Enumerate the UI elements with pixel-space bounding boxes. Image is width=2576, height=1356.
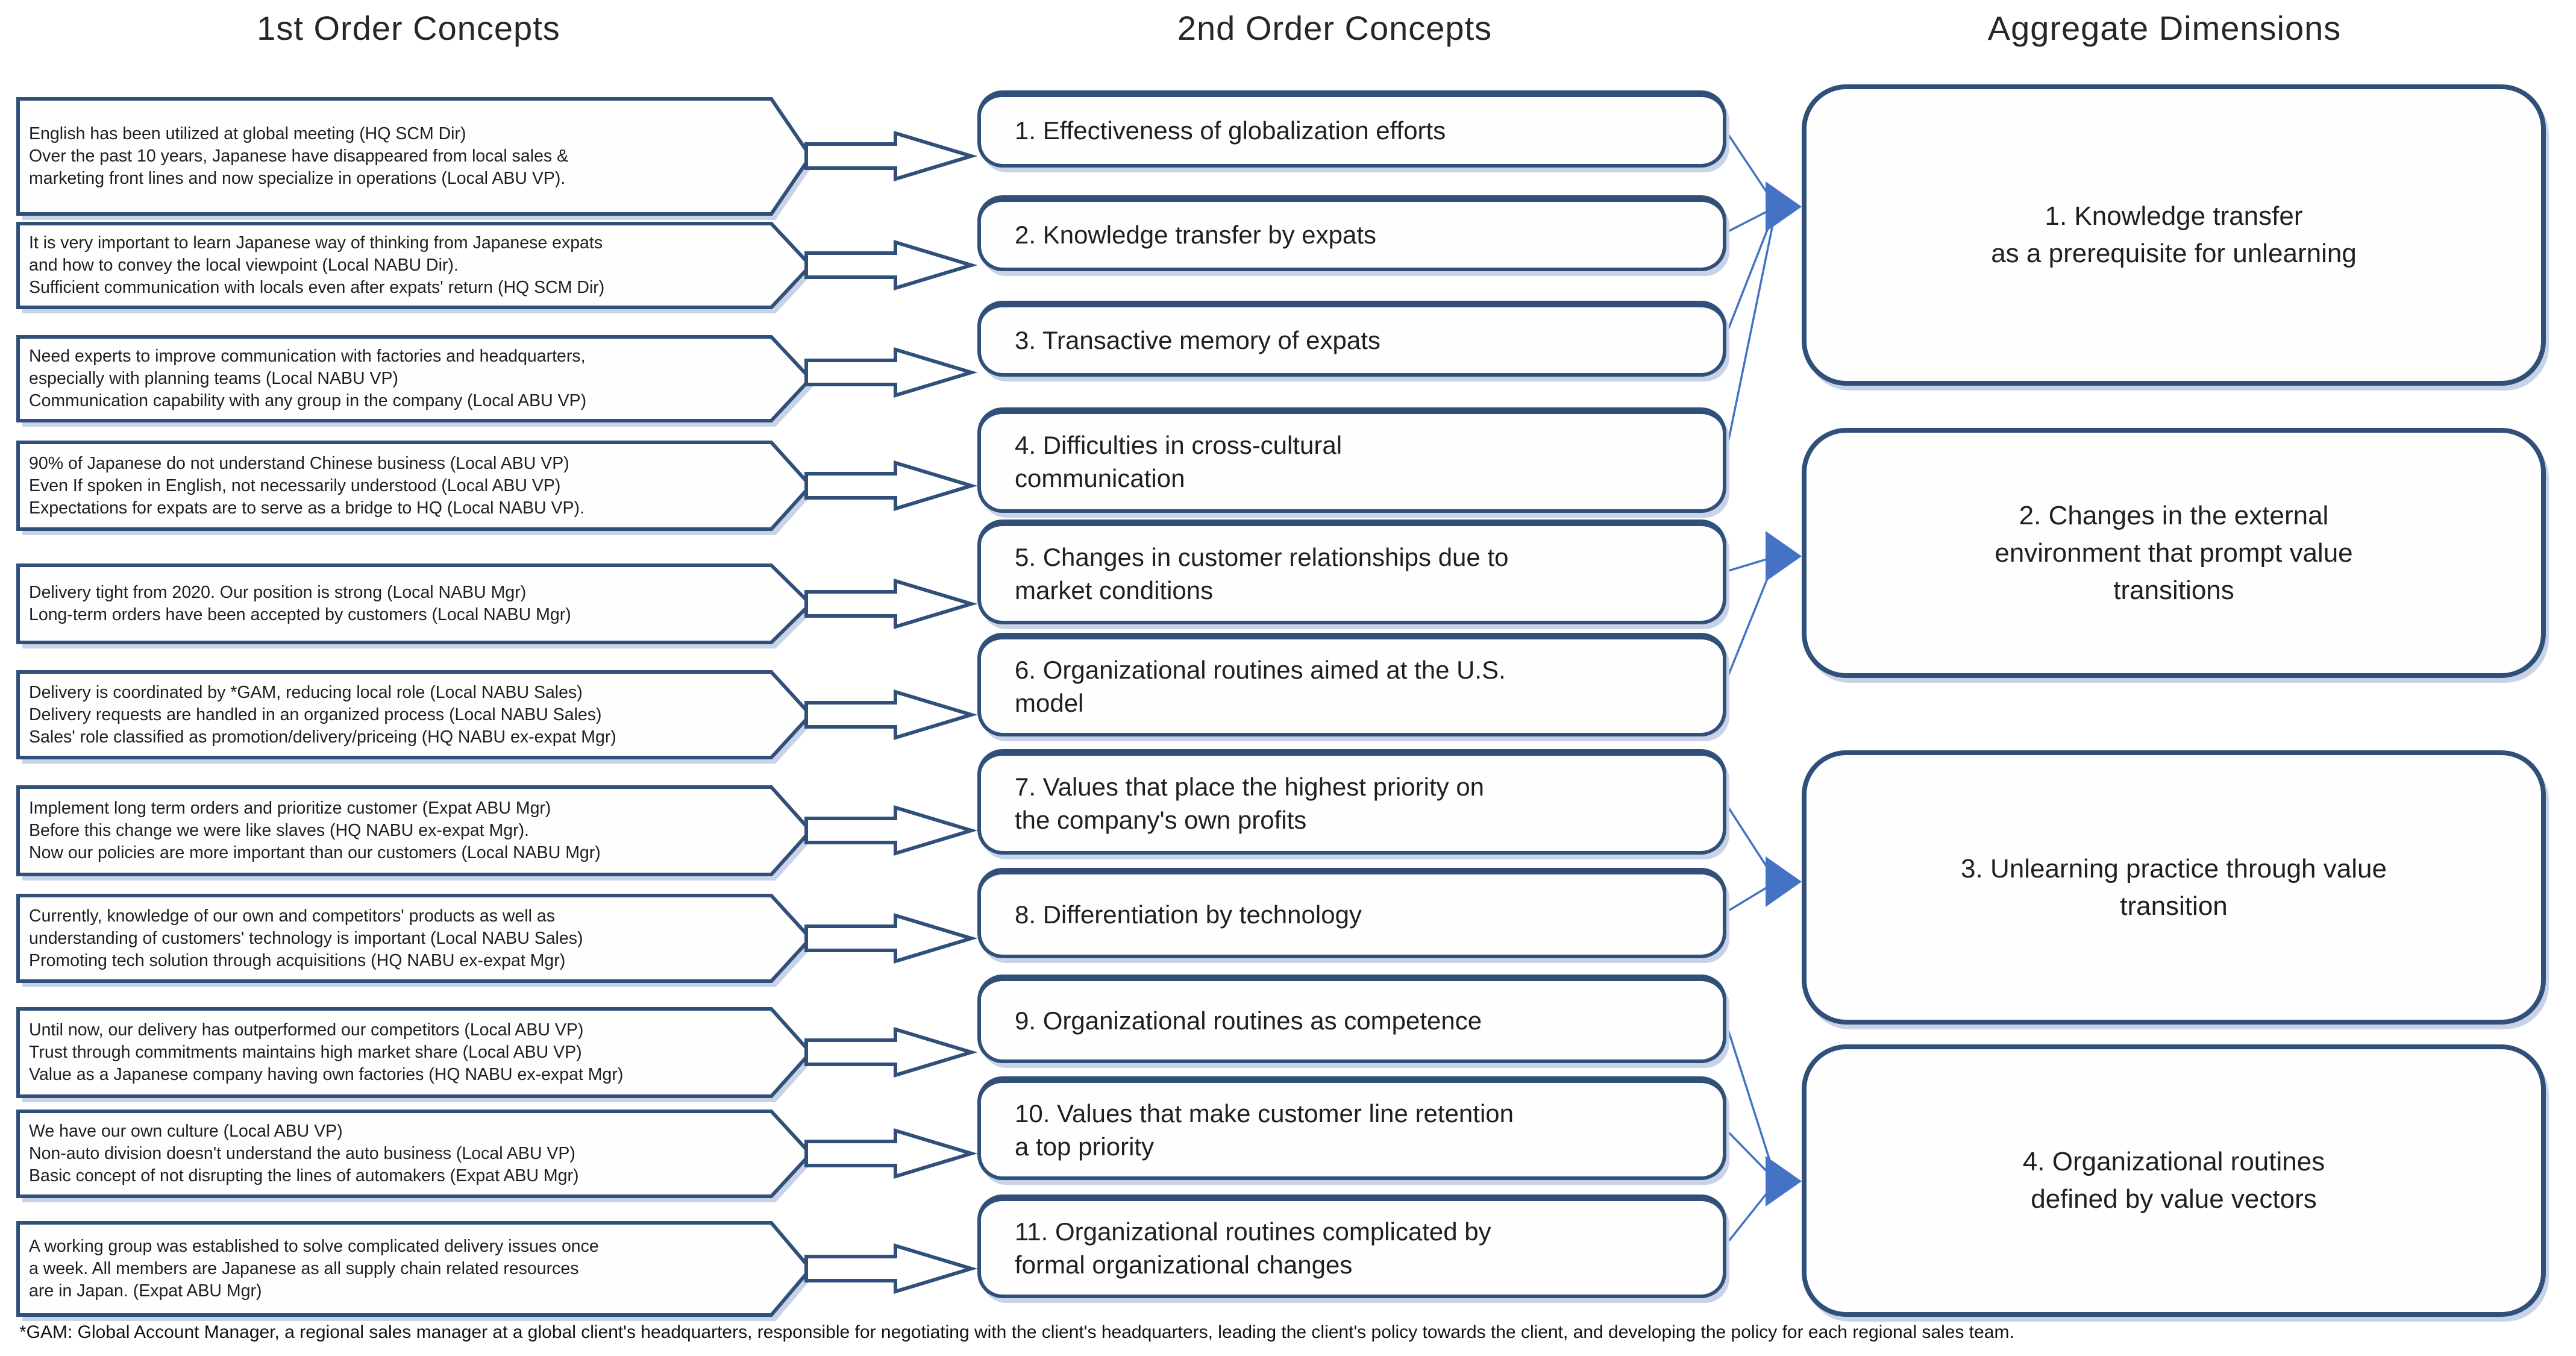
first-order-box-2: It is very important to learn Japanese w… (18, 224, 771, 307)
arrowhead-aggregate-2 (1766, 531, 1802, 582)
quote-text: Delivery is coordinated by *GAM, reducin… (29, 682, 583, 702)
quote-text: Sales' role classified as promotion/deli… (29, 727, 616, 747)
second-order-box-8: 8. Differentiation by technology (977, 868, 1726, 958)
quote-text: English has been utilized at global meet… (29, 124, 466, 143)
arrowhead-aggregate-4 (1766, 1156, 1802, 1207)
first-order-box-outline-5 (16, 563, 813, 644)
quote-text: Need experts to improve communication wi… (29, 347, 586, 388)
block-arrow-7 (804, 805, 978, 856)
second-order-box-1: 1. Effectiveness of globalization effort… (977, 90, 1726, 168)
first-order-box-4: 90% of Japanese do not understand Chines… (18, 442, 771, 529)
aggregate-box-1: 1. Knowledge transfer as a prerequisite … (1802, 84, 2546, 386)
column-title-first-order: 1st Order Concepts (257, 9, 560, 47)
second-order-box-3: 3. Transactive memory of expats (977, 301, 1726, 377)
arrowhead-aggregate-3 (1766, 856, 1802, 907)
block-arrows (804, 130, 978, 1295)
first-order-box-3: Need experts to improve communication wi… (18, 337, 771, 421)
first-order-box-outline-7 (16, 785, 813, 876)
second-order-box-6: 6. Organizational routines aimed at the … (977, 633, 1726, 736)
aggregate-box-3: 3. Unlearning practice through value tra… (1802, 750, 2546, 1025)
second-order-box-11: 11. Organizational routines complicated … (977, 1194, 1726, 1298)
first-order-box-11: A working group was established to solve… (18, 1223, 771, 1315)
quote-text: Delivery requests are handled in an orga… (29, 705, 602, 724)
quote-text: Over the past 10 years, Japanese have di… (29, 146, 569, 188)
quote-text: Currently, knowledge of our own and comp… (29, 906, 583, 948)
first-order-box-9: Until now, our delivery has outperformed… (18, 1009, 771, 1096)
arrowhead-aggregate-1 (1766, 181, 1802, 232)
block-arrow-11 (804, 1243, 978, 1295)
block-arrow-4 (804, 460, 978, 512)
aggregate-box-2: 2. Changes in the external environment t… (1802, 428, 2546, 678)
block-arrow-5 (804, 578, 978, 630)
first-order-box-outline-8 (16, 894, 813, 983)
quote-text: Expectations for expats are to serve as … (29, 498, 584, 518)
block-arrow-3 (804, 347, 978, 398)
first-order-box-outlines (16, 97, 813, 1317)
second-order-box-7: 7. Values that place the highest priorit… (977, 749, 1726, 855)
quote-text: Promoting tech solution through acquisit… (29, 950, 566, 970)
second-order-box-10: 10. Values that make customer line reten… (977, 1076, 1726, 1180)
first-order-box-7: Implement long term orders and prioritiz… (18, 787, 771, 874)
aggregate-arrowheads (1766, 181, 1802, 1207)
connector-lines (1723, 128, 1778, 1248)
first-order-box-outline-1 (16, 97, 813, 216)
first-order-box-outline-4 (16, 441, 813, 531)
column-title-aggregate: Aggregate Dimensions (1987, 9, 2342, 47)
first-order-box-outline-10 (16, 1110, 813, 1198)
block-arrow-6 (804, 689, 978, 741)
quote-text: Now our policies are more important than… (29, 843, 601, 862)
quote-text: It is very important to learn Japanese w… (29, 233, 603, 275)
quote-text: Before this change we were like slaves (… (29, 821, 529, 840)
quote-text: Delivery tight from 2020. Our position i… (29, 583, 527, 602)
quote-text: Communication capability with any group … (29, 391, 587, 410)
block-arrow-9 (804, 1026, 978, 1078)
first-order-box-8: Currently, knowledge of our own and comp… (18, 896, 771, 981)
quote-text: Trust through commitments maintains high… (29, 1043, 582, 1062)
quote-text: We have our own culture (Local ABU VP) (29, 1122, 343, 1141)
second-order-box-9: 9. Organizational routines as competence (977, 975, 1726, 1063)
first-order-box-5: Delivery tight from 2020. Our position i… (18, 565, 771, 642)
first-order-box-outline-9 (16, 1007, 813, 1098)
second-order-box-2: 2. Knowledge transfer by expats (977, 195, 1726, 271)
second-order-box-4: 4. Difficulties in cross-cultural commun… (977, 407, 1726, 513)
first-order-box-10: We have our own culture (Local ABU VP) N… (18, 1111, 771, 1196)
quote-text: 90% of Japanese do not understand Chines… (29, 453, 569, 473)
gam-footnote: *GAM: Global Account Manager, a regional… (19, 1322, 2014, 1342)
quote-text: Non-auto division doesn't understand the… (29, 1144, 575, 1163)
quote-text: Basic concept of not disrupting the line… (29, 1166, 579, 1185)
column-title-second-order: 2nd Order Concepts (1177, 9, 1493, 47)
second-order-box-5: 5. Changes in customer relationships due… (977, 519, 1726, 624)
connector-line-c4-a1 (1723, 206, 1778, 460)
quote-text: Until now, our delivery has outperformed… (29, 1020, 584, 1040)
connector-line-c9-a4 (1723, 1018, 1778, 1182)
block-arrow-2 (804, 239, 978, 291)
first-order-box-outline-11 (16, 1221, 813, 1317)
first-order-box-outline-6 (16, 670, 813, 759)
first-order-box-outline-3 (16, 335, 813, 422)
quote-text: Sufficient communication with locals eve… (29, 278, 605, 297)
block-arrow-10 (804, 1128, 978, 1179)
quote-text: Implement long term orders and prioritiz… (29, 799, 551, 818)
quote-text: Long-term orders have been accepted by c… (29, 605, 571, 624)
block-arrow-8 (804, 912, 978, 964)
quote-text: A working group was established to solve… (29, 1237, 599, 1301)
first-order-box-6: Delivery is coordinated by *GAM, reducin… (18, 672, 771, 758)
quote-text: Even If spoken in English, not necessari… (29, 476, 561, 495)
aggregate-box-4: 4. Organizational routines defined by va… (1802, 1044, 2546, 1317)
first-order-box-1: English has been utilized at global meet… (18, 99, 771, 214)
quote-text: Value as a Japanese company having own f… (29, 1065, 624, 1084)
first-order-box-outline-2 (16, 222, 813, 309)
block-arrow-1 (804, 130, 978, 182)
